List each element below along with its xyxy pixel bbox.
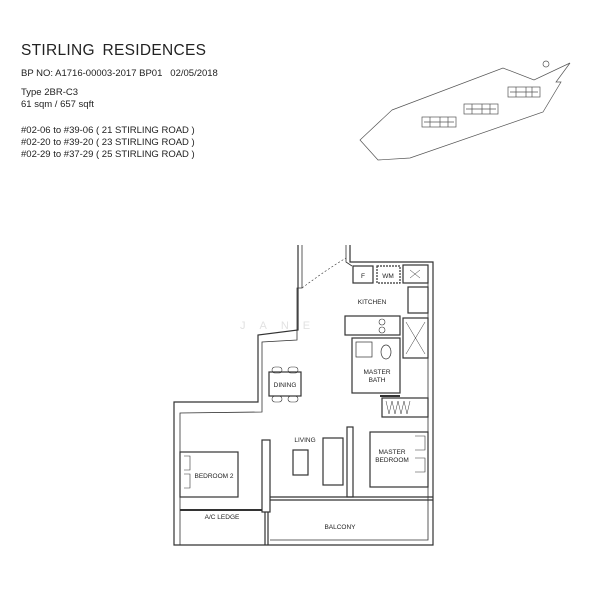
unit-range-25: #02-29 to #37-29 ( 25 STIRLING ROAD ) <box>21 149 195 160</box>
bp-number: BP NO: A1716-00003-2017 BP01 02/05/2018 <box>21 68 218 79</box>
master-bath <box>351 337 401 394</box>
header: STIRLING RESIDENCES BP NO: A1716-00003-2… <box>21 42 218 161</box>
sofa <box>322 437 344 486</box>
wm-label: WM <box>382 273 394 280</box>
chair <box>271 395 283 403</box>
fridge-label: F <box>361 273 365 280</box>
kitchen-counter <box>344 315 401 336</box>
wardrobe-hangers <box>385 400 411 415</box>
watermark: JANE <box>240 320 324 332</box>
kitchen-sink-box <box>402 264 429 284</box>
chair <box>287 395 299 403</box>
ac-ledge-label: A/C LEDGE <box>205 514 240 521</box>
bed-2 <box>179 451 239 498</box>
bedroom2-label: BEDROOM 2 <box>194 473 233 480</box>
kitchen-counter-right <box>407 286 429 314</box>
stove-burner <box>378 318 386 326</box>
chair <box>287 366 299 374</box>
living-bedroom-wall <box>346 426 354 498</box>
balcony-glazing <box>270 496 433 501</box>
room-labels: F WM KITCHEN MASTER BATH DINING LIVING M… <box>194 273 408 531</box>
ledge-divider <box>264 512 269 545</box>
dining-label: DINING <box>274 382 297 389</box>
pillow <box>184 455 191 489</box>
unit-area: 61 sqm / 657 sqft <box>21 99 94 110</box>
stove-burner <box>378 326 386 334</box>
project-name: STIRLING RESIDENCES <box>21 42 207 59</box>
basin <box>355 341 373 358</box>
kitchen-label: KITCHEN <box>358 299 387 306</box>
shower-cross <box>405 321 426 355</box>
master-bed <box>369 431 429 488</box>
unit-type: Type 2BR-C3 <box>21 87 79 98</box>
wardrobe <box>381 397 429 418</box>
entrance-door <box>301 257 347 289</box>
coffee-table <box>292 449 309 476</box>
dining-table <box>268 371 302 397</box>
bedroom2-wall <box>261 439 271 513</box>
outer-wall <box>173 245 434 546</box>
unit-range-21: #02-06 to #39-06 ( 21 STIRLING ROAD ) <box>21 125 195 136</box>
washing-machine <box>376 265 401 284</box>
master-bedroom-label-2: BEDROOM <box>375 457 409 464</box>
chair <box>271 366 283 374</box>
pillow <box>415 435 426 473</box>
shower <box>402 317 429 359</box>
fridge <box>352 265 374 284</box>
master-bath-label-2: BATH <box>369 377 386 384</box>
unit-range-23: #02-20 to #39-20 ( 23 STIRLING ROAD ) <box>21 137 195 148</box>
cross-mark <box>409 269 421 279</box>
living-label: LIVING <box>294 437 315 444</box>
master-bath-label-1: MASTER <box>363 369 390 376</box>
toilet <box>380 344 392 360</box>
master-bedroom-label-1: MASTER <box>378 449 405 456</box>
balcony-label: BALCONY <box>324 524 356 531</box>
